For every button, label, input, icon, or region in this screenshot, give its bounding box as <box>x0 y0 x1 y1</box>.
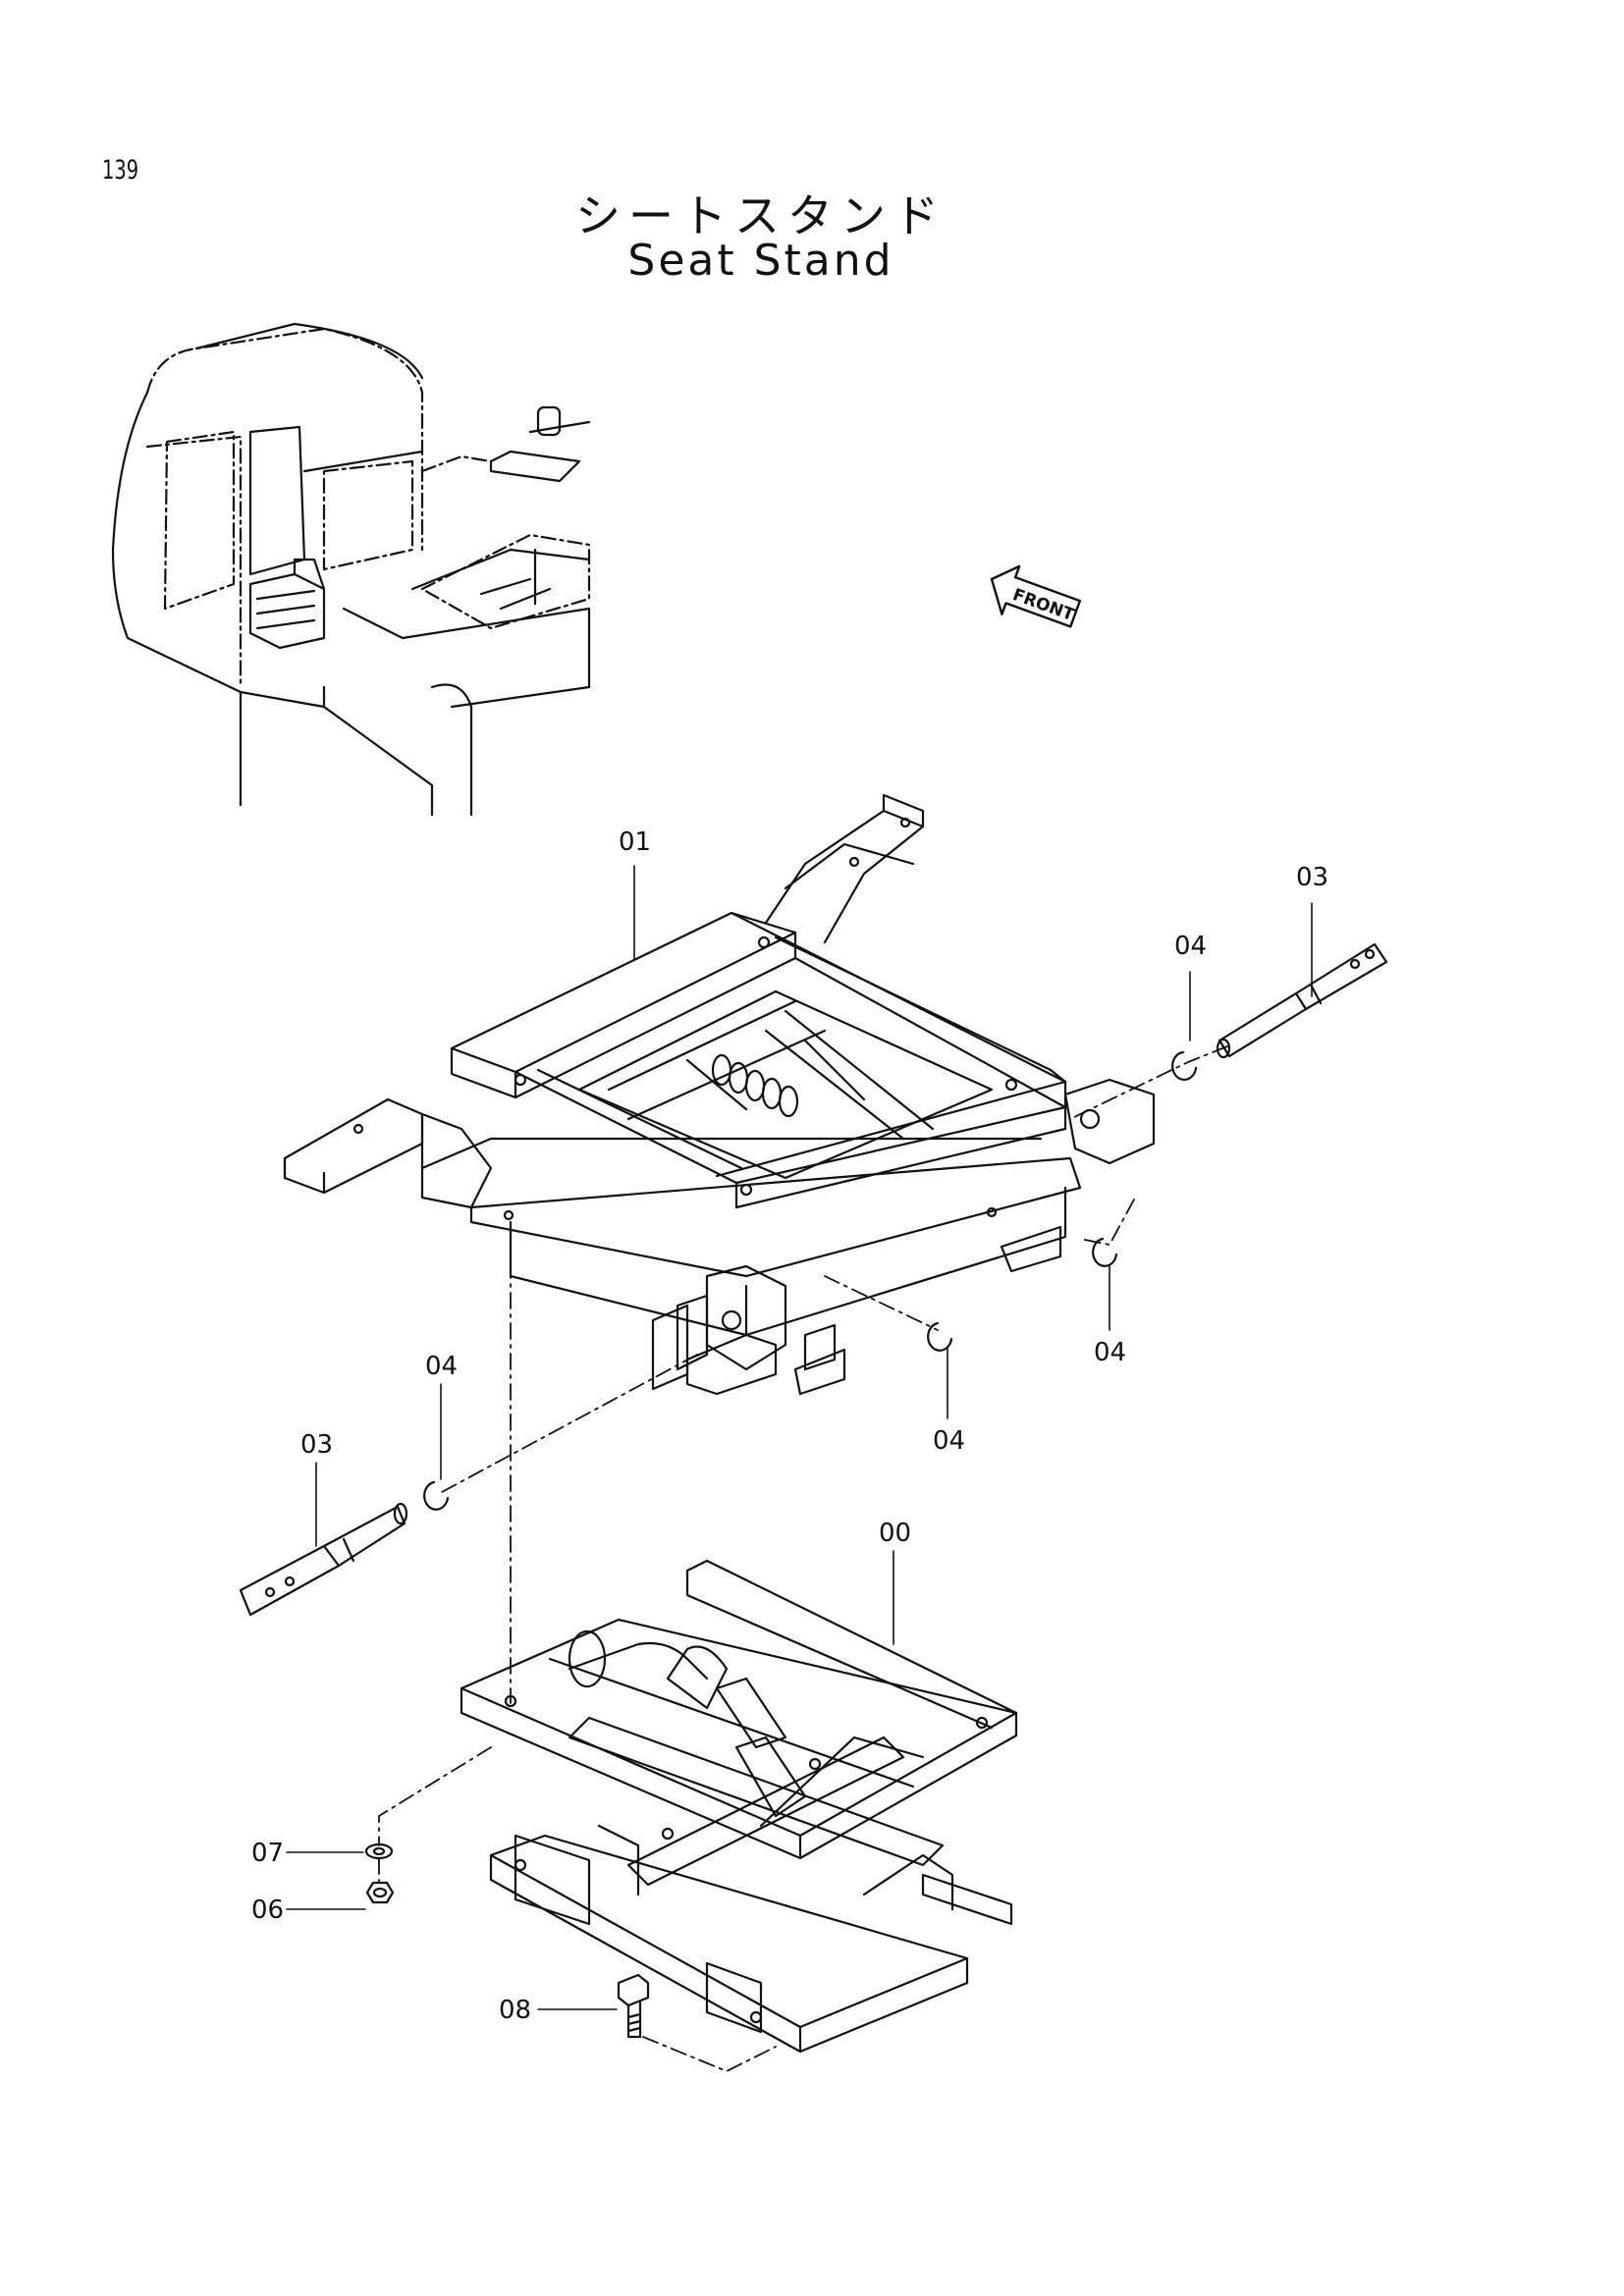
part-06-nut <box>365 1881 395 1904</box>
part-03-pin-right <box>1216 942 1388 1059</box>
callout-04-right: 04 <box>1094 1338 1126 1367</box>
part-08-bolt <box>617 1973 650 2039</box>
page-title-japanese: シートスタンド <box>575 189 947 242</box>
cab-location-inset <box>111 322 591 817</box>
assembly-lines <box>378 1045 1228 2072</box>
callout-03-left: 03 <box>300 1430 333 1460</box>
page-number: 139 <box>102 155 139 186</box>
callout-04-middle: 04 <box>933 1426 965 1456</box>
page-title-english: Seat Stand <box>627 236 894 286</box>
callout-04-left: 04 <box>425 1352 458 1381</box>
spring <box>711 1053 799 1118</box>
callout-04-top: 04 <box>1174 932 1207 961</box>
front-arrow-label: FRONT <box>1010 585 1077 625</box>
callout-03-right: 03 <box>1296 863 1328 892</box>
part-01-upper-frame <box>283 793 1156 1396</box>
part-00-lower-assembly <box>460 1559 1018 2054</box>
part-03-pin-left <box>239 1502 408 1617</box>
front-direction-arrow: FRONT <box>990 564 1082 628</box>
callout-07: 07 <box>251 1839 284 1868</box>
callout-06: 06 <box>251 1896 284 1925</box>
part-07-washer <box>364 1842 394 1860</box>
callout-01: 01 <box>619 828 651 857</box>
leader-lines <box>286 865 1313 2010</box>
callout-00: 00 <box>879 1519 911 1548</box>
callout-08: 08 <box>499 1996 531 2025</box>
